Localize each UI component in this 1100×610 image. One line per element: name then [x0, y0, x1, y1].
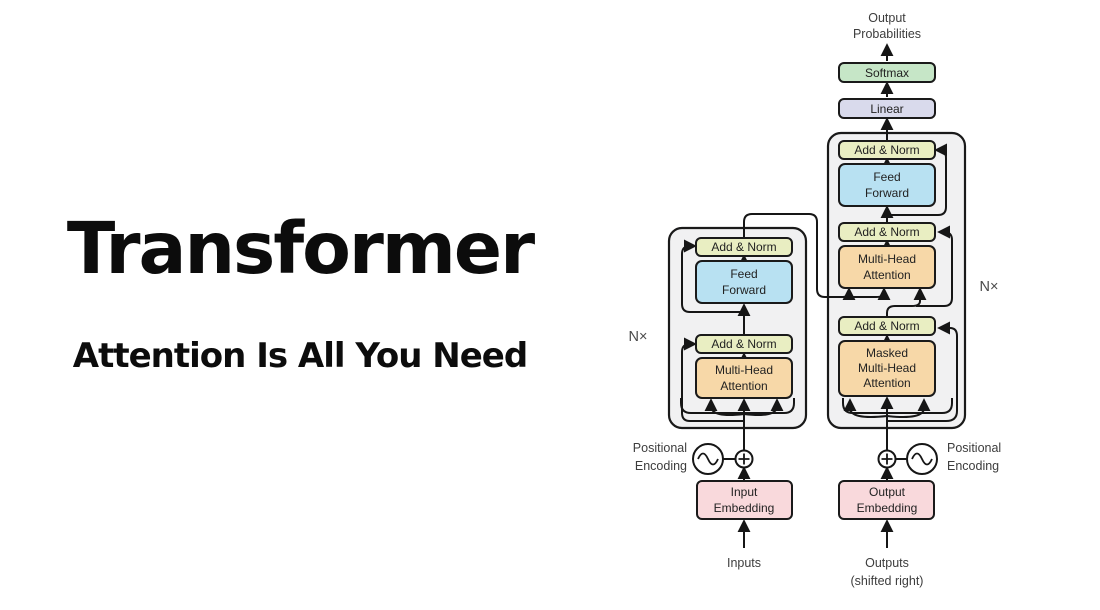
residual-loop-decoder-ff: [887, 143, 948, 216]
residual-loop-decoder-masked-attention: [887, 321, 958, 422]
output-embedding-box: [838, 480, 935, 520]
encoder-mha-right-prong: [743, 398, 784, 416]
connectors: [681, 43, 958, 548]
decoder-add-norm-3-label: Add & Norm: [854, 319, 919, 333]
decoder-multi-head-attention-label: Multi-Head: [858, 252, 916, 266]
masked-multi-head-attention-label: Attention: [863, 376, 910, 390]
page-subtitle: Attention Is All You Need: [72, 336, 528, 376]
plus-icon: [738, 453, 750, 465]
input-embedding-box: [696, 480, 793, 520]
encoder-multi-head-attention-box: [695, 357, 793, 399]
positional-encoding-label-right: Positional: [947, 441, 1001, 455]
masked-multi-head-attention-box: [838, 340, 936, 397]
sine-wave-icon: [697, 452, 719, 466]
encoder-feed-forward-label: Forward: [722, 283, 766, 297]
query-path-decoder: [886, 287, 927, 317]
positional-encoding-label-left: Encoding: [635, 459, 687, 473]
masked-multi-head-attention-label: Masked: [866, 346, 908, 360]
residual-loop-encoder-ff: [681, 239, 744, 313]
n-times-label-encoder: N×: [629, 329, 648, 345]
encoder-feed-forward-label: Feed: [730, 267, 757, 281]
encoder-add-norm-1-box: [695, 237, 793, 257]
linear-box: [838, 98, 936, 119]
masked-multi-head-attention-label: Multi-Head: [858, 361, 916, 375]
encoder-add-norm-2-box: [695, 334, 793, 354]
input-embedding-label: Input: [731, 485, 758, 499]
decoder-add-norm-1-label: Add & Norm: [854, 143, 919, 157]
decoder-add-norm-2-box: [838, 222, 936, 242]
decoder-add-norm-3-box: [838, 316, 936, 336]
decoder-multi-head-attention-box: [838, 245, 936, 289]
decoder-feed-forward-label: Feed: [873, 170, 900, 184]
masked-mha-right-prong: [886, 398, 931, 418]
linear-label: Linear: [870, 102, 903, 116]
plus-icon: [881, 453, 893, 465]
encoder-multi-head-attention-label: Multi-Head: [715, 363, 773, 377]
encoder-add-norm-2-label: Add & Norm: [711, 337, 776, 351]
masked-mha-left-prong: [843, 398, 888, 418]
n-times-label-decoder: N×: [980, 279, 999, 295]
output-embedding-label: Output: [869, 485, 906, 499]
decoder-add-norm-1-box: [838, 140, 936, 160]
softmax-label: Softmax: [865, 66, 909, 80]
decoder-multi-head-attention-label: Attention: [863, 268, 910, 282]
decoder-add-norm-2-label: Add & Norm: [854, 225, 919, 239]
output-embedding-label: Embedding: [857, 501, 918, 515]
positional-encoding-label-left: Positional: [633, 441, 687, 455]
softmax-box: [838, 62, 936, 83]
encoder-add-norm-1-label: Add & Norm: [711, 240, 776, 254]
residual-loop-decoder-cross-attention: [916, 225, 953, 307]
output-probabilities-label: Probabilities: [853, 27, 921, 41]
decoder-feed-forward-box: [838, 163, 936, 207]
decoder-feed-forward-label: Forward: [865, 186, 909, 200]
input-embedding-label: Embedding: [714, 501, 775, 515]
encoder-to-decoder-bridge-branch: [835, 287, 891, 301]
encoder-multi-head-attention-label: Attention: [720, 379, 767, 393]
output-probabilities-label: Output: [868, 11, 906, 25]
residual-loop-encoder-attention: [681, 337, 744, 422]
encoder-mha-left-prong: [704, 398, 745, 416]
encoder-feed-forward-box: [695, 260, 793, 304]
outputs-label: Outputs: [865, 556, 909, 570]
positional-encoding-label-right: Encoding: [947, 459, 999, 473]
sine-wave-icon: [911, 452, 933, 466]
outputs-label: (shifted right): [851, 574, 924, 588]
page-title: Transformer: [66, 207, 535, 290]
inputs-label: Inputs: [727, 556, 761, 570]
